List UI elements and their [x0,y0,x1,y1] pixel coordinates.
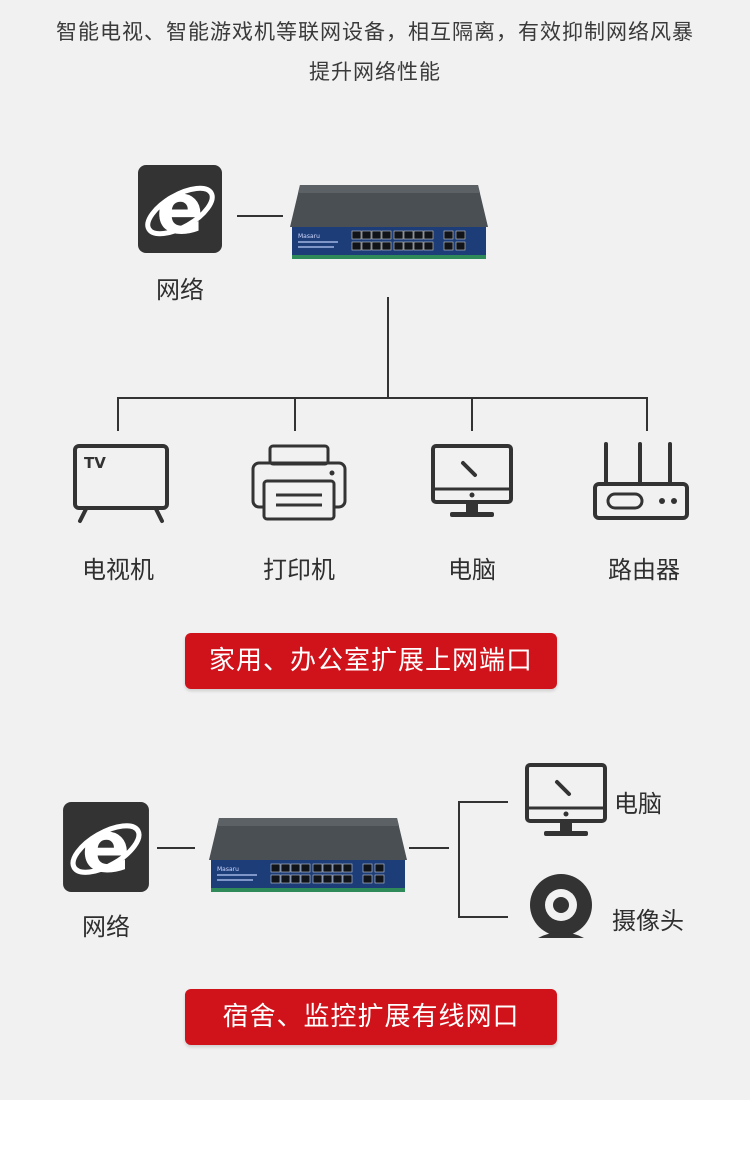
connector-line [237,215,283,217]
computer-icon [431,444,513,517]
intro-text-line2: 提升网络性能 [309,60,441,84]
tree-branch-line [458,801,508,803]
tree-trunk-line [387,297,389,398]
device-label: 电脑 [448,556,496,584]
router-icon [593,442,689,520]
device-label: 打印机 [263,556,335,584]
computer-icon [525,763,607,836]
device-label: 路由器 [608,556,680,584]
tv-icon: TV [73,444,169,523]
ie-network-icon: e [138,165,222,253]
device-label: 电脑 [614,790,662,818]
connector-line [409,847,449,849]
usage-banner: 家用、办公室扩展上网端口 [185,633,557,689]
switch-brand-text: Masaru [217,866,239,873]
page-background: 智能电视、智能游戏机等联网设备，相互隔离，有效抑制网络风暴 提升网络性能 e 网… [0,0,750,1100]
device-label: 摄像头 [612,907,684,935]
svg-text:TV: TV [84,454,106,472]
tree-drop-line [646,397,648,431]
svg-text:e: e [82,806,131,889]
network-switch-image: Masaru [290,185,488,259]
usage-banner: 宿舍、监控扩展有线网口 [185,989,557,1045]
printer-icon [251,444,347,521]
switch-ports [270,863,385,884]
tree-branch-line [458,916,508,918]
network-switch-image: Masaru [209,818,407,892]
tree-branch-line [117,397,648,399]
switch-ports [351,230,466,251]
intro-text-line1: 智能电视、智能游戏机等联网设备，相互隔离，有效抑制网络风暴 [56,20,694,44]
connector-line [157,847,195,849]
webcam-icon [530,874,592,938]
device-label: 电视机 [82,556,154,584]
network-label: 网络 [156,276,204,304]
tree-drop-line [117,397,119,431]
ie-network-icon: e [63,802,149,892]
tree-trunk-line [458,801,460,918]
tree-drop-line [294,397,296,431]
svg-text:e: e [156,168,203,250]
tree-drop-line [471,397,473,431]
switch-brand-text: Masaru [298,233,320,240]
network-label: 网络 [82,913,130,941]
